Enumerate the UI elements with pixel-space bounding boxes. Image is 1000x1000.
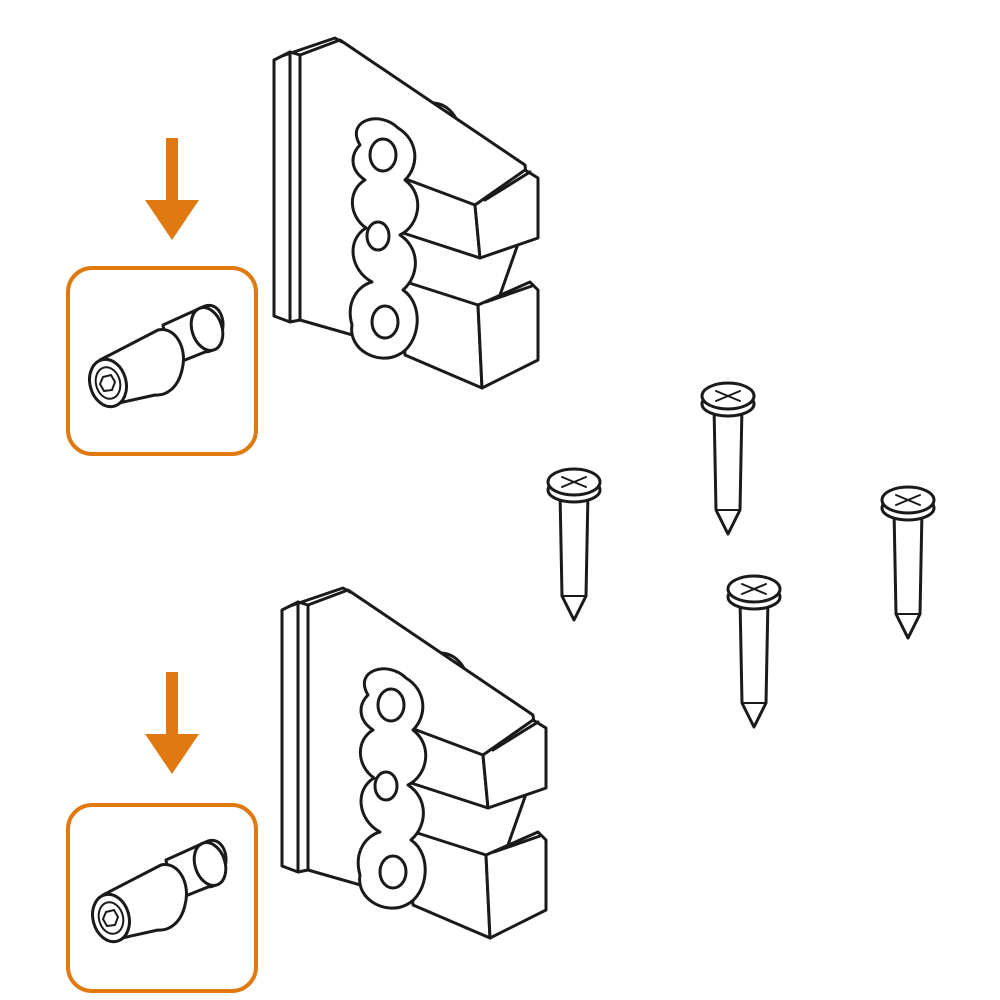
grub-screw-highlight-box — [66, 803, 258, 993]
wood-screw-icon — [726, 574, 782, 729]
down-arrow-icon — [145, 138, 199, 240]
wood-screw-icon — [700, 381, 756, 536]
wood-screw-icon — [880, 485, 936, 640]
grub-screw-icon — [85, 836, 233, 948]
hinge-bracket-icon — [280, 586, 548, 940]
wood-screw-icon — [546, 467, 602, 622]
grub-screw-icon — [82, 301, 230, 413]
hinge-bracket-icon — [272, 36, 540, 390]
grub-screw-highlight-box — [66, 266, 258, 456]
down-arrow-icon — [145, 672, 199, 774]
